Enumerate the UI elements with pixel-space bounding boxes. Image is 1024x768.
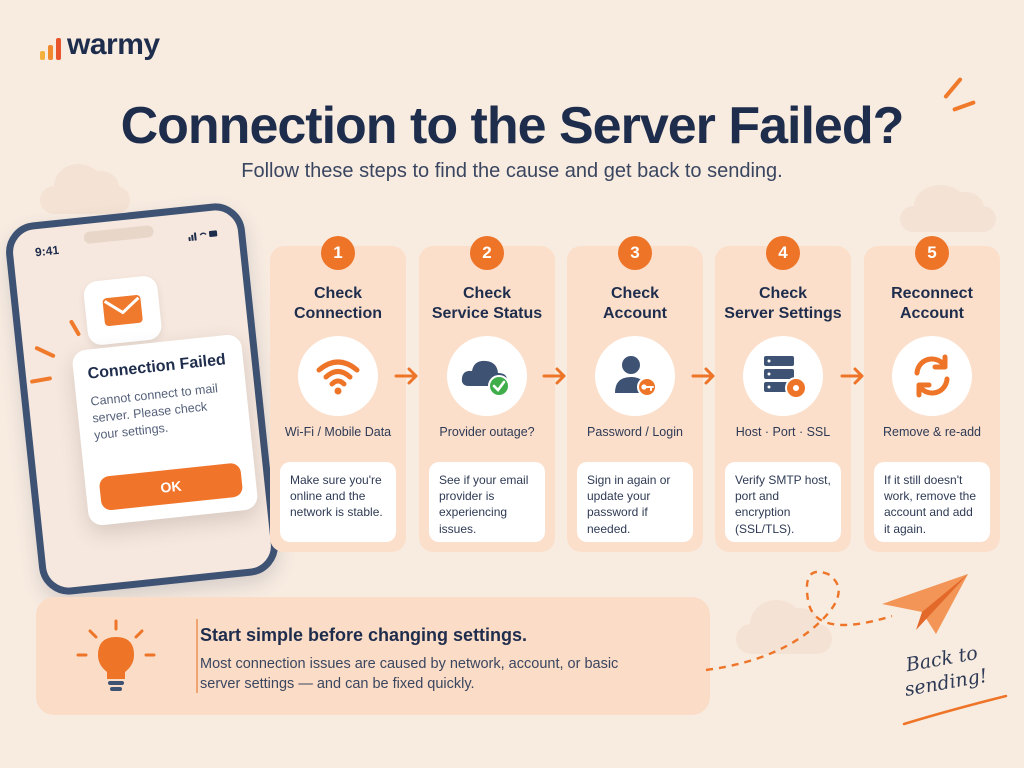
paper-plane-icon: [882, 574, 968, 634]
step-caption: Remove & re-add: [883, 425, 981, 439]
lightbulb-icon: [76, 619, 156, 691]
page-subtitle: Follow these steps to find the cause and…: [241, 160, 783, 182]
step-card-connection: 1 Check Connection Wi-Fi / Mobile Data M…: [270, 236, 406, 552]
mail-app-icon[interactable]: [82, 274, 163, 347]
step-description: If it still doesn't work, remove the acc…: [874, 462, 990, 542]
tip-banner: Start simple before changing settings. M…: [36, 597, 710, 715]
phone-time: 9:41: [34, 242, 60, 260]
dialog-message: Cannot connect to mail server. Please ch…: [89, 381, 219, 443]
refresh-icon: [914, 354, 950, 398]
dashed-path-decoration: [705, 570, 893, 672]
dialog-title: Connection Failed: [86, 351, 227, 383]
step-icon-badge: [298, 336, 378, 416]
step-description: See if your email provider is experienci…: [429, 462, 545, 542]
cloud-check-icon: [461, 360, 510, 397]
step-number: 2: [470, 236, 504, 270]
phone-notch: [83, 224, 155, 245]
wifi-icon: [316, 359, 360, 395]
step-title: Check Server Settings: [724, 285, 842, 322]
tip-divider: [196, 619, 198, 693]
step-title: Reconnect Account: [891, 285, 973, 322]
error-dialog: Connection Failed Cannot connect to mail…: [71, 333, 259, 527]
background-cloud: [40, 163, 130, 214]
step-caption: Wi-Fi / Mobile Data: [284, 425, 392, 439]
step-caption: Host · Port · SSL: [735, 425, 831, 439]
background-cloud: [900, 185, 996, 232]
step-caption: Provider outage?: [439, 425, 535, 439]
tip-body: Most connection issues are caused by net…: [200, 656, 619, 692]
brand-name: warmy: [67, 28, 160, 61]
mail-icon: [102, 295, 143, 327]
page-title: Connection to the Server Failed?: [120, 97, 905, 155]
step-icon-badge: [447, 336, 527, 416]
user-key-icon: [615, 356, 657, 397]
step-icon-badge: [892, 336, 972, 416]
step-number: 5: [915, 236, 949, 270]
step-title: Check Service Status: [431, 285, 543, 322]
steps-row: 1 Check Connection Wi-Fi / Mobile Data M…: [270, 236, 1002, 552]
arrow-right-icon: [691, 367, 715, 385]
step-number: 3: [618, 236, 652, 270]
step-number: 1: [321, 236, 355, 270]
step-title: Check Connection: [294, 285, 382, 322]
step-title: Check Account: [603, 285, 667, 322]
step-icon-badge: [743, 336, 823, 416]
ok-button[interactable]: OK: [98, 462, 244, 512]
step-card-server-settings: 4 Check Server Settings Host · Port · SS…: [715, 236, 851, 552]
tip-title: Start simple before changing settings.: [200, 625, 528, 645]
phone-status-icons: [188, 228, 219, 243]
arrow-right-icon: [394, 367, 418, 385]
step-caption: Password / Login: [587, 425, 683, 439]
step-number: 4: [766, 236, 800, 270]
step-card-service-status: 2 Check Service Status Provider outage? …: [419, 236, 555, 552]
brand-logo: warmy: [40, 30, 160, 60]
step-card-reconnect: 5 Reconnect Account Remove & re-add If i…: [864, 236, 1000, 552]
step-card-account: 3 Check Account Password / Login Sign in…: [567, 236, 703, 552]
step-icon-badge: [595, 336, 675, 416]
arrow-right-icon: [542, 367, 566, 385]
step-description: Make sure you're online and the network …: [280, 462, 396, 542]
step-description: Sign in again or update your password if…: [577, 462, 693, 542]
background-cloud: [736, 600, 832, 654]
logo-bars-icon: [40, 38, 61, 60]
underline-swoosh: [902, 694, 1008, 726]
arrow-right-icon: [840, 367, 864, 385]
server-gear-icon: [764, 356, 807, 399]
step-description: Verify SMTP host, port and encryption (S…: [725, 462, 841, 542]
phone-mockup: 9:41: [3, 200, 281, 598]
